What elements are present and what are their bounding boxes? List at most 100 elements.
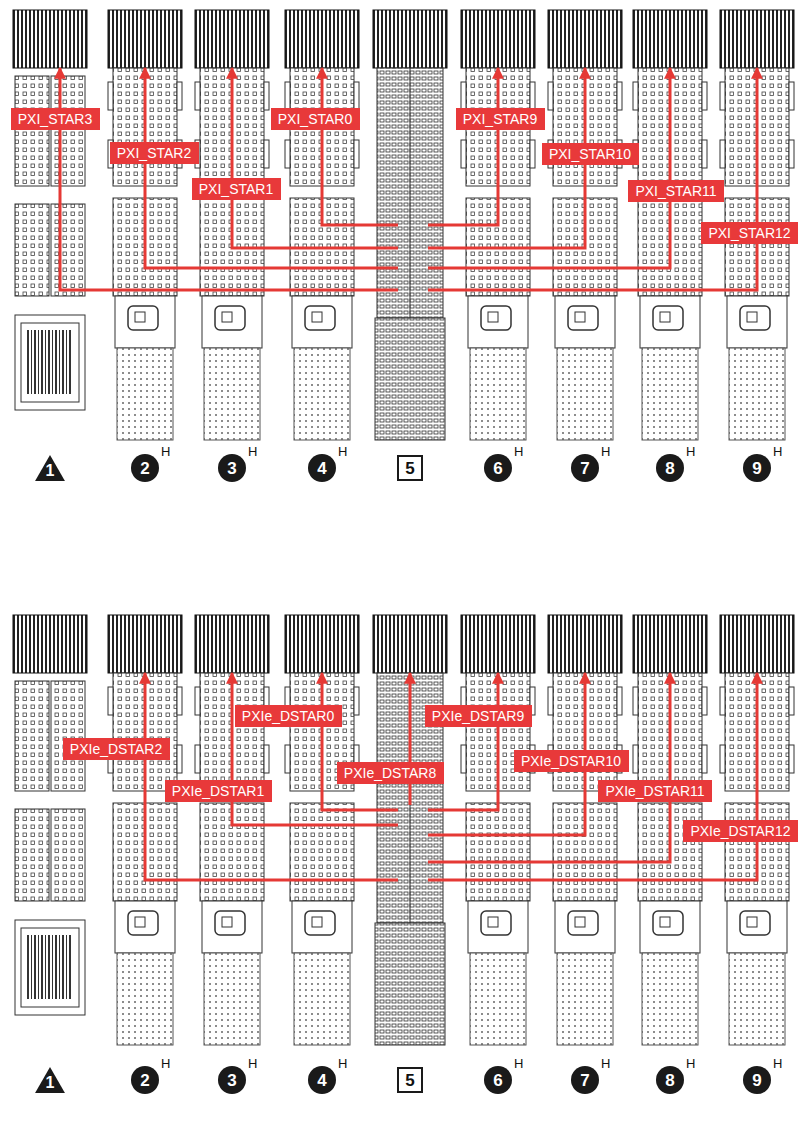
trigger-line [322,68,398,225]
signal-name: PXI_STAR11 [635,184,716,198]
signal-tag: PXI_STAR11 [628,180,724,202]
trigger-line [60,68,398,290]
chassis-slots-bottom [13,615,794,1045]
hybrid-mark: H [161,445,170,458]
signal-name: PXIe_DSTAR2 [70,742,162,756]
slot-number: 2H [131,454,159,482]
trigger-line [428,673,670,862]
slot-number: 9H [743,454,771,482]
hybrid-mark: H [514,445,523,458]
slot-number-text: 4 [317,460,326,477]
signal-name: PXIe_DSTAR1 [172,784,264,798]
hybrid-mark: H [514,1057,523,1070]
triangle-shape [35,455,65,481]
slot-number: 7H [571,1066,599,1094]
signal-name: PXIe_DSTAR11 [605,784,704,798]
signal-name: PXIe_DSTAR10 [521,754,621,768]
signal-tag: PXI_STAR2 [110,142,199,164]
hybrid-mark: H [338,445,347,458]
slot-number: 8H [656,1066,684,1094]
hybrid-mark: H [773,1057,782,1070]
slot-number-text: 3 [227,460,236,477]
signal-name: PXIe_DSTAR8 [344,766,436,780]
hybrid-mark: H [338,1057,347,1070]
signal-name: PXI_STAR3 [18,112,92,126]
slot-number-text: 2 [140,1072,149,1089]
signal-tag: PXI_STAR3 [11,108,100,130]
signal-tag: PXIe_DSTAR2 [63,738,170,760]
slot-number-text: 5 [405,460,414,477]
signal-name: PXI_STAR9 [463,112,537,126]
slot-number: 4H [308,454,336,482]
slot-number-text: 1 [46,1075,55,1091]
hybrid-mark: H [773,445,782,458]
slot-connector [13,10,87,410]
hybrid-mark: H [686,445,695,458]
slot-number-text: 9 [752,460,761,477]
slot-number: 5 [397,455,423,481]
signal-name: PXI_STAR0 [278,112,352,126]
signal-tag: PXI_STAR10 [542,143,639,165]
slot-number: 5 [397,1067,423,1093]
trigger-line [145,68,398,268]
signal-name: PXIe_DSTAR12 [690,824,790,838]
slot-connector [373,615,447,1045]
hybrid-mark: H [248,445,257,458]
trigger-line [232,673,398,825]
slot-number: 1 [34,454,66,482]
triangle-shape [35,1067,65,1093]
signal-name: PXIe_DSTAR9 [432,709,524,723]
trigger-line [428,68,757,290]
signal-tag: PXIe_DSTAR1 [165,780,272,802]
slot-number: 9H [743,1066,771,1094]
trigger-line [409,673,412,805]
slot-number-text: 3 [227,1072,236,1089]
slot-number-text: 9 [752,1072,761,1089]
star-trigger-routes [60,68,757,880]
slot-number-text: 2 [140,460,149,477]
signal-name: PXI_STAR10 [549,147,631,161]
signal-tag: PXIe_DSTAR8 [337,762,444,784]
signal-tag: PXI_STAR9 [456,108,545,130]
hybrid-mark: H [161,1057,170,1070]
signal-tag: PXI_STAR1 [192,178,281,200]
signal-tag: PXIe_DSTAR11 [598,780,712,802]
slot-number: 8H [656,454,684,482]
signal-name: PXI_STAR12 [708,226,790,240]
signal-tag: PXIe_DSTAR9 [425,705,532,727]
slot-number-text: 7 [580,1072,589,1089]
signal-tag: PXIe_DSTAR0 [235,705,342,727]
hybrid-mark: H [601,1057,610,1070]
slot-number-text: 7 [580,460,589,477]
slot-number-text: 8 [665,1072,674,1089]
slot-number: 3H [218,454,246,482]
signal-name: PXI_STAR1 [199,182,273,196]
slot-number-text: 6 [493,1072,502,1089]
slot-number: 7H [571,454,599,482]
slot-number: 4H [308,1066,336,1094]
slot-number: 2H [131,1066,159,1094]
hybrid-mark: H [686,1057,695,1070]
slot-number-text: 8 [665,460,674,477]
slot-number: 1 [34,1066,66,1094]
signal-tag: PXIe_DSTAR12 [683,820,798,842]
trigger-line [232,68,398,248]
signal-tag: PXI_STAR12 [701,222,798,244]
hybrid-mark: H [601,445,610,458]
trigger-line [322,673,398,810]
slot-number: 3H [218,1066,246,1094]
trigger-line [428,673,498,810]
signal-tag: PXIe_DSTAR10 [514,750,629,772]
chassis-slots-top [13,10,794,440]
slot-number-text: 5 [405,1072,414,1089]
slot-number: 6H [484,1066,512,1094]
signal-name: PXIe_DSTAR0 [242,709,334,723]
hybrid-mark: H [248,1057,257,1070]
slot-connector [13,615,87,1015]
slot-number-text: 4 [317,1072,326,1089]
signal-tag: PXI_STAR0 [271,108,360,130]
slot-number: 6H [484,454,512,482]
